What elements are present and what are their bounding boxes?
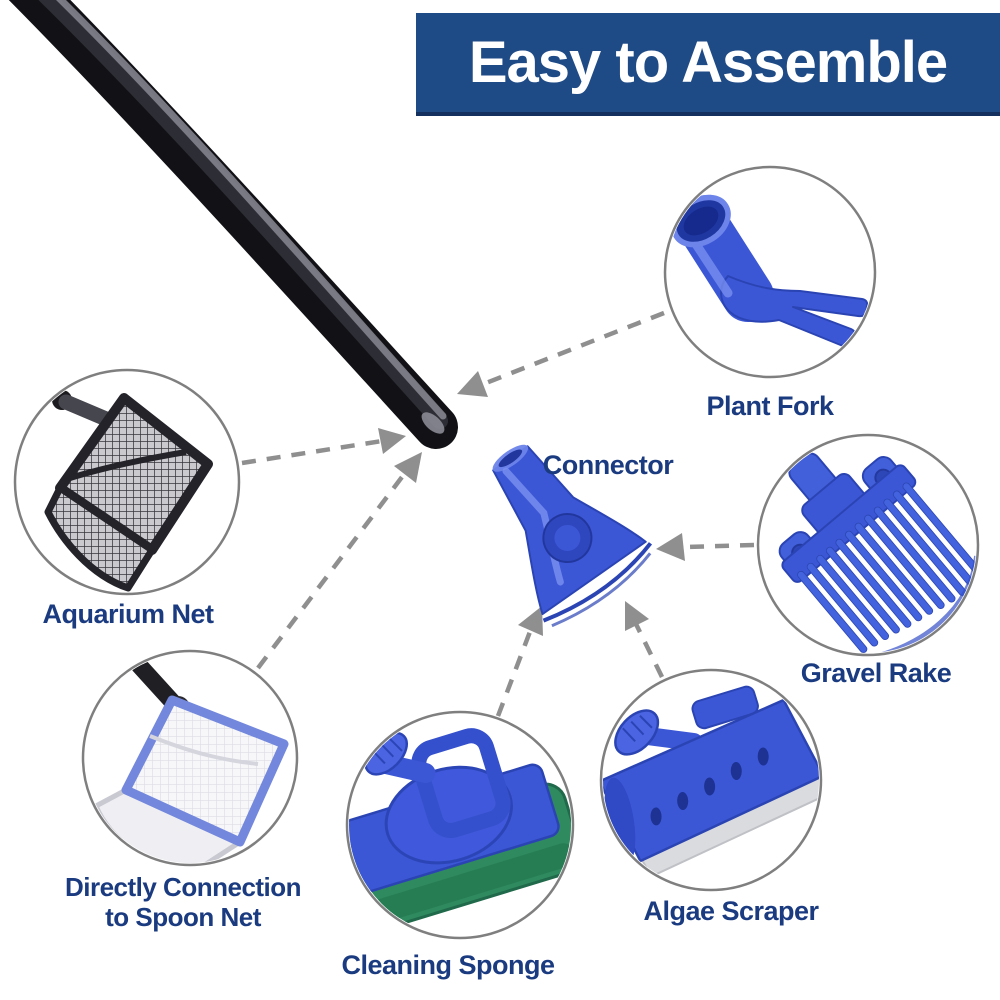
banner: Easy to Assemble bbox=[416, 13, 1000, 116]
banner-title: Easy to Assemble bbox=[468, 30, 948, 95]
arrow-plant-fork-to-pole bbox=[457, 310, 665, 397]
spoon-net-label-line2: to Spoon Net bbox=[105, 901, 261, 932]
connector-illustration bbox=[492, 444, 653, 628]
arrow-aquarium-net-to-pole bbox=[241, 428, 406, 466]
sponge-clip-loop bbox=[411, 728, 511, 838]
spoon-net-label: Directly Connection to Spoon Net bbox=[38, 872, 328, 933]
rake-teeth bbox=[797, 482, 976, 653]
arrow-gravel-rake-to-connector bbox=[656, 533, 755, 561]
aquarium-net-illustration bbox=[44, 390, 213, 592]
algae-scraper-label: Algae Scraper bbox=[643, 896, 819, 926]
scraper-lever bbox=[614, 709, 660, 756]
plant-fork-circle bbox=[663, 165, 877, 379]
spoon-net-label-line1: Directly Connection bbox=[64, 872, 302, 902]
plant-fork-illustration bbox=[671, 194, 869, 348]
gravel-rake-label: Gravel Rake bbox=[800, 658, 952, 688]
arrow-algae-scraper-to-connector bbox=[625, 601, 665, 678]
plant-fork-label: Plant Fork bbox=[706, 391, 834, 421]
sponge-disc bbox=[384, 765, 513, 865]
gravel-rake-illustration bbox=[778, 452, 976, 653]
arrow-spoon-net-to-pole bbox=[256, 452, 422, 670]
aquarium-net-label: Aquarium Net bbox=[42, 599, 214, 629]
cleaning-sponge-illustration bbox=[349, 728, 571, 933]
connector-label: Connector bbox=[542, 450, 674, 480]
pole-tip-highlight bbox=[421, 412, 445, 434]
cleaning-sponge-label: Cleaning Sponge bbox=[341, 950, 555, 980]
pole-illustration bbox=[8, 0, 458, 449]
arrow-cleaning-sponge-to-connector bbox=[495, 606, 543, 717]
